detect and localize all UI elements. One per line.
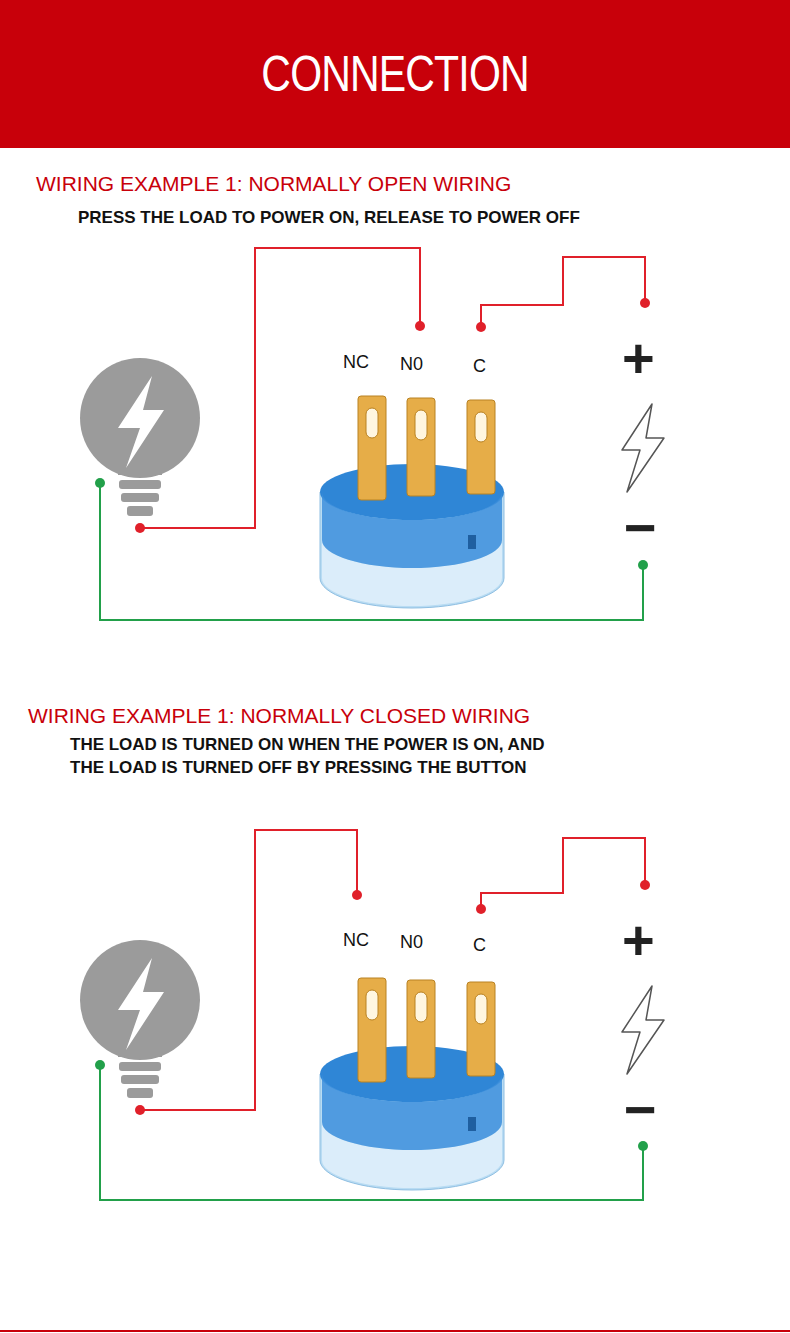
red-wire [481,257,645,327]
red-wire [140,248,420,528]
terminal-name: NC [343,928,369,952]
power-symbol [622,404,664,492]
polarity-sign: + [622,320,655,396]
polarity-sign: − [624,1072,657,1148]
section-heading: WIRING EXAMPLE 1: NORMALLY CLOSED WIRING [28,702,530,730]
push-switch [320,978,504,1190]
section-note: THE LOAD IS TURNED ON WHEN THE POWER IS … [70,734,630,780]
push-switch [320,396,504,608]
terminal-name: C [473,933,486,957]
red-wire [140,830,357,1110]
terminal-name: C [473,354,486,378]
lamp-icon [80,940,200,1098]
section-open [80,248,664,620]
header-band: CONNECTION [0,0,790,148]
polarity-sign: − [624,490,657,566]
section-closed [80,940,664,1190]
section-heading: WIRING EXAMPLE 1: NORMALLY OPEN WIRING [36,170,511,198]
polarity-sign: + [622,902,655,978]
section-note: PRESS THE LOAD TO POWER ON, RELEASE TO P… [78,207,580,230]
terminal-name: N0 [400,352,423,376]
terminal-name: N0 [400,930,423,954]
terminal-name: NC [343,350,369,374]
lamp-icon [80,358,200,516]
power-symbol [622,986,664,1074]
header-title: CONNECTION [261,45,528,103]
green-wire [100,1065,643,1200]
green-wire [100,483,643,620]
bottom-rule [0,1330,790,1332]
red-wire [481,838,645,909]
